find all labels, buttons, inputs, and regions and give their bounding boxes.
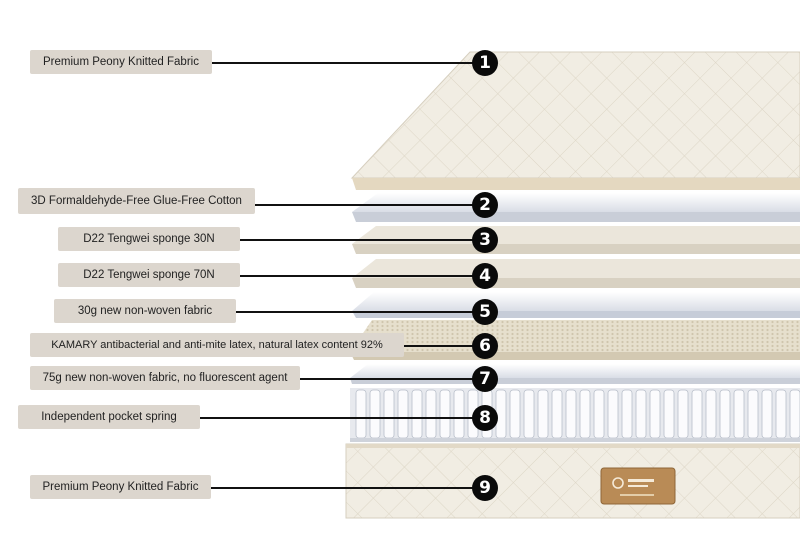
pocket-spring [593,389,605,439]
pocket-spring [523,389,535,439]
pocket-spring [719,389,731,439]
pocket-spring [621,389,633,439]
pocket-spring [509,389,521,439]
pocket-spring [537,389,549,439]
layer-label-8: Independent pocket spring [18,405,200,429]
pocket-spring [663,389,675,439]
pocket-spring [397,389,409,439]
leader-line-9 [211,487,474,489]
pocket-spring [691,389,703,439]
pocket-spring [747,389,759,439]
layer-number-4: 4 [472,263,498,289]
leader-line-2 [255,204,474,206]
layer-1-top-fabric [350,51,800,190]
pocket-spring [579,389,591,439]
pocket-spring [705,389,717,439]
pocket-spring [453,389,465,439]
layer-7-nonwoven [350,364,800,384]
layer-4-sponge-70n [352,259,800,288]
pocket-spring [789,389,800,439]
pocket-spring [677,389,689,439]
pocket-spring [565,389,577,439]
layer-2-cotton [352,193,800,222]
layer-number-5: 5 [472,299,498,325]
layer-5-nonwoven [352,292,800,318]
leader-line-1 [212,62,474,64]
pocket-spring [649,389,661,439]
pocket-spring [635,389,647,439]
layer-label-4: D22 Tengwei sponge 70N [58,263,240,287]
layer-label-1: Premium Peony Knitted Fabric [30,50,212,74]
layer-number-3: 3 [472,227,498,253]
leader-line-4 [240,275,474,277]
pocket-spring [411,389,423,439]
pocket-spring [439,389,451,439]
pocket-spring [733,389,745,439]
layer-label-2: 3D Formaldehyde-Free Glue-Free Cotton [18,188,255,214]
layer-6-latex [350,320,800,360]
layer-number-8: 8 [472,405,498,431]
layer-label-6: KAMARY antibacterial and anti-mite latex… [30,333,404,357]
layer-number-1: 1 [472,50,498,76]
layer-label-3: D22 Tengwei sponge 30N [58,227,240,251]
leader-line-8 [200,417,474,419]
layer-8-pocket-springs [350,388,800,442]
layer-number-9: 9 [472,475,498,501]
pocket-spring [369,389,381,439]
leader-line-5 [236,311,474,313]
pocket-spring [355,389,367,439]
pocket-spring [761,389,773,439]
layer-number-6: 6 [472,333,498,359]
layer-label-9: Premium Peony Knitted Fabric [30,475,211,499]
pocket-spring [551,389,563,439]
layer-9-bottom-fabric [345,443,800,519]
leader-line-7 [300,378,474,380]
pocket-spring [383,389,395,439]
pocket-spring [607,389,619,439]
pocket-spring [775,389,787,439]
layer-label-5: 30g new non-woven fabric [54,299,236,323]
layer-number-7: 7 [472,366,498,392]
layer-label-7: 75g new non-woven fabric, no fluorescent… [30,366,300,390]
leader-line-6 [404,345,474,347]
leader-line-3 [240,239,474,241]
brand-logo-tag [600,467,676,505]
layer-number-2: 2 [472,192,498,218]
pocket-spring [425,389,437,439]
